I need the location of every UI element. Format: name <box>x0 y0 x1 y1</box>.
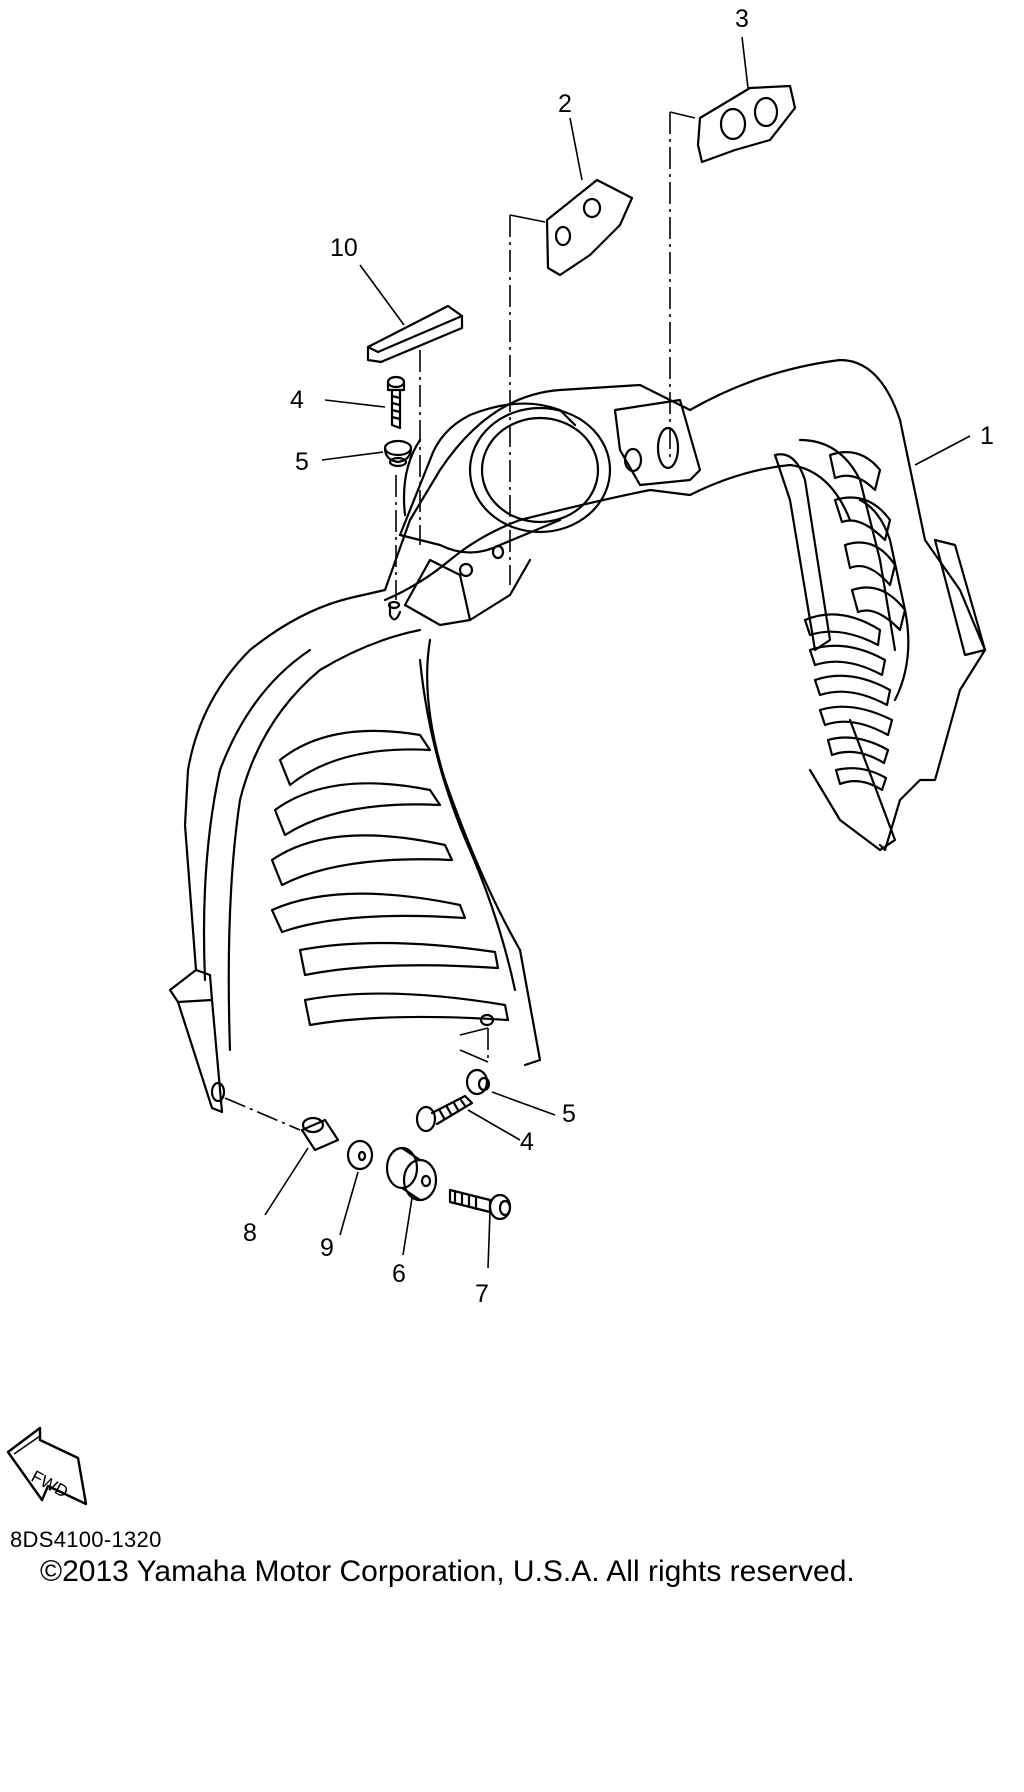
callout-4-lower: 4 <box>520 1128 534 1156</box>
callout-8: 8 <box>243 1219 257 1247</box>
callout-3: 3 <box>735 5 749 33</box>
strip-part <box>366 304 464 364</box>
callout-6: 6 <box>392 1260 406 1288</box>
collar-part <box>300 1116 340 1152</box>
callout-9: 9 <box>320 1234 334 1262</box>
grommet-part <box>383 439 413 468</box>
bolt-part <box>448 1188 512 1221</box>
callout-4-upper: 4 <box>290 386 304 414</box>
bracket-plate-part <box>545 178 634 277</box>
top-plate-part <box>696 84 797 164</box>
callout-5-lower: 5 <box>562 1100 576 1128</box>
copyright-notice: ©2013 Yamaha Motor Corporation, U.S.A. A… <box>40 1555 855 1588</box>
screw-part <box>386 375 406 430</box>
callout-1: 1 <box>980 422 994 450</box>
screw-lower-part <box>415 1094 474 1133</box>
callout-10: 10 <box>330 234 358 262</box>
diagram-part-code: 8DS4100-1320 <box>10 1527 162 1552</box>
callout-7: 7 <box>475 1280 489 1308</box>
inner-panel-part <box>168 358 987 1114</box>
callout-2: 2 <box>558 90 572 118</box>
callout-5-upper: 5 <box>295 448 309 476</box>
washer-part <box>346 1139 374 1171</box>
grommet-lower-part <box>465 1068 491 1096</box>
fwd-arrow-icon: FWD <box>6 1426 88 1506</box>
damper-part <box>385 1146 438 1202</box>
